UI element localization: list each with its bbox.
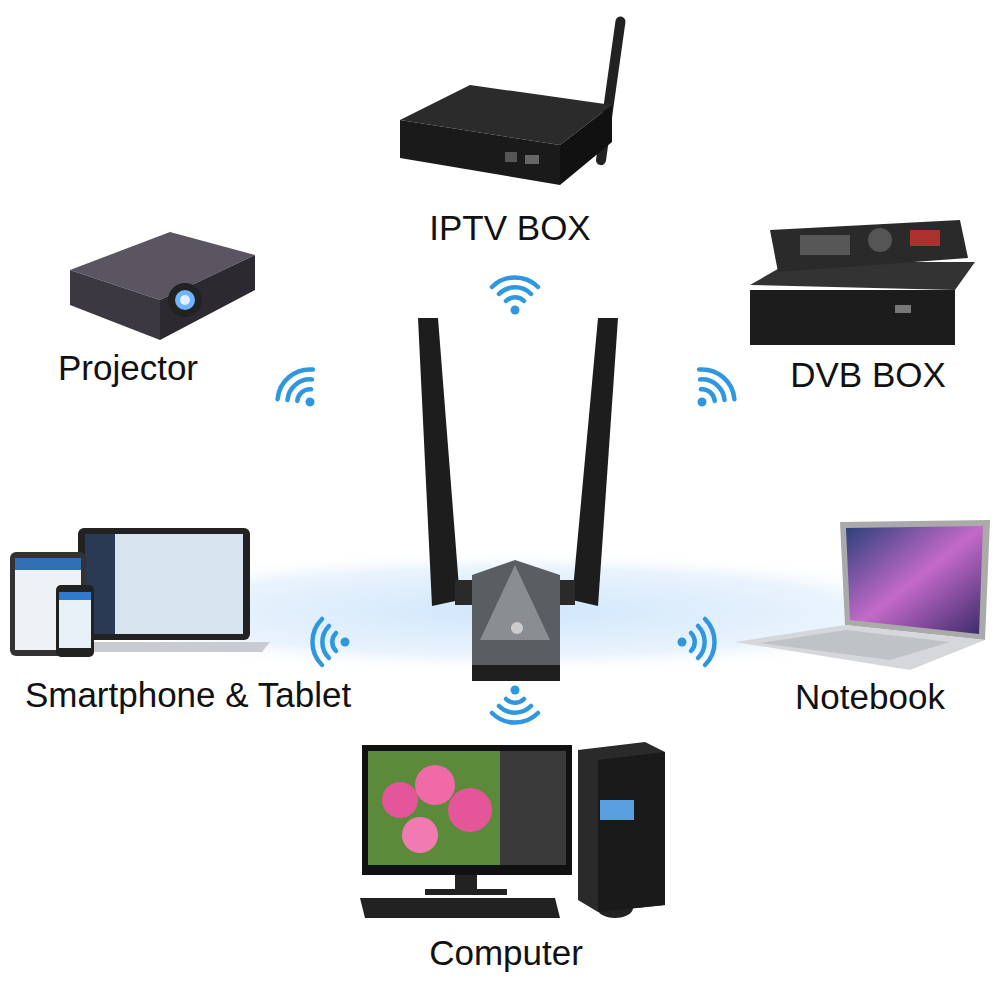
wifi-icon (271, 362, 330, 420)
wifi-icon (492, 686, 538, 723)
wifi-icon (492, 277, 538, 314)
wifi-adapter (418, 318, 618, 681)
device-label: IPTV BOX (429, 208, 590, 248)
projector (70, 232, 255, 340)
device-label: DVB BOX (790, 355, 946, 395)
device-label: Smartphone & Tablet (25, 675, 351, 715)
iptv-box (400, 16, 626, 185)
desktop-computer (360, 742, 665, 918)
device-label: Notebook (795, 677, 945, 717)
notebook (735, 520, 990, 670)
device-label: Projector (58, 348, 198, 388)
wifi-icon (312, 619, 349, 665)
wifi-icon (678, 619, 715, 665)
dvb-box (750, 220, 975, 345)
device-label: Computer (429, 933, 583, 973)
tablet-laptop (10, 528, 270, 657)
wifi-icon (681, 362, 740, 420)
